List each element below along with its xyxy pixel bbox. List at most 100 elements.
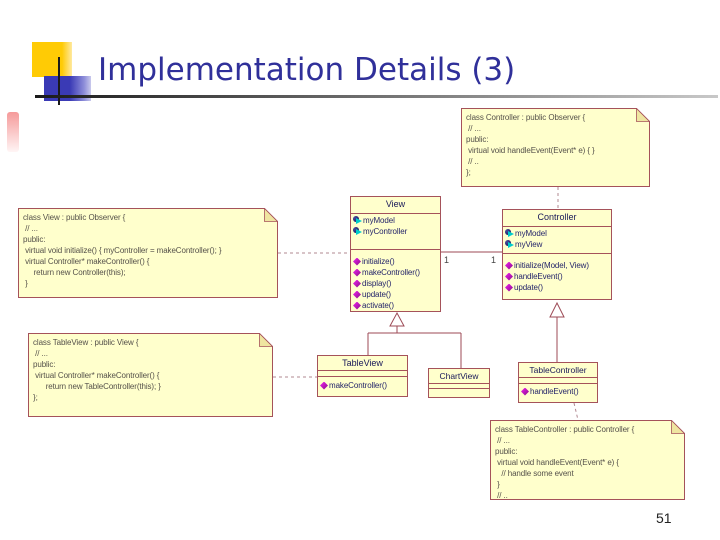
code-line: class View : public Observer {	[23, 213, 126, 222]
operation-label: initialize(Model, View)	[514, 261, 589, 270]
attribute-label: myModel	[363, 216, 395, 225]
code-line: }	[495, 480, 500, 489]
code-line: virtual void handleEvent(Event* e) { }	[466, 146, 595, 155]
operation-row: activate()	[351, 300, 440, 311]
code-line: // ...	[23, 224, 38, 233]
code-line: // ..	[466, 157, 479, 166]
attributes-compartment	[429, 384, 489, 389]
code-line: // ...	[33, 349, 48, 358]
decoration-pink-bar	[7, 112, 19, 152]
attribute-label: myController	[363, 227, 408, 236]
code-line: class TableView : public View {	[33, 338, 139, 347]
attribute-label: myView	[515, 240, 543, 249]
code-line: };	[466, 168, 471, 177]
attribute-icon	[353, 216, 363, 225]
operation-label: display()	[362, 279, 392, 288]
attributes-compartment: myModel myView	[503, 227, 611, 254]
operations-compartment: initialize(Model, View) handleEvent() up…	[503, 254, 611, 293]
operation-label: update()	[362, 290, 391, 299]
page-number: 51	[656, 510, 672, 526]
code-line: public:	[495, 447, 518, 456]
note-shape	[490, 420, 685, 500]
attributes-compartment	[318, 371, 407, 377]
code-line: // ..	[495, 491, 508, 500]
operation-icon	[353, 268, 361, 277]
note-view-code: class View : public Observer { // ... pu…	[18, 208, 278, 298]
operation-row: initialize()	[351, 256, 440, 267]
operation-row: makeController()	[351, 267, 440, 278]
operation-label: initialize()	[362, 257, 395, 266]
operation-icon	[353, 257, 361, 266]
operation-label: makeController()	[362, 268, 420, 277]
note-tablecontroller-code: class TableController : public Controlle…	[490, 420, 685, 500]
code-line: public:	[466, 135, 489, 144]
code-line: return new TableController(this); }	[33, 382, 161, 391]
operation-icon	[320, 381, 328, 390]
note-tableview-code: class TableView : public View { // ... p…	[28, 333, 273, 417]
class-tablecontroller: TableController handleEvent()	[518, 362, 598, 403]
operation-label: handleEvent()	[530, 387, 579, 396]
attribute-row: myModel	[503, 228, 611, 239]
class-name: Controller	[503, 210, 611, 227]
code-line: class TableController : public Controlle…	[495, 425, 635, 434]
note-anchor-tablecontroller	[573, 402, 579, 421]
class-controller: Controller myModel myView initialize(Mod…	[502, 209, 612, 300]
operation-icon	[353, 301, 361, 310]
operation-icon	[353, 290, 361, 299]
code-line: virtual Controller* makeController() {	[33, 371, 160, 380]
title-underline-rule	[35, 95, 718, 98]
decoration-yellow-square	[32, 42, 72, 77]
multiplicity-view-end: 1	[444, 255, 450, 265]
class-name: TableView	[318, 356, 407, 371]
note-shape	[461, 108, 650, 187]
code-line: // ...	[495, 436, 510, 445]
note-controller-code: class Controller : public Observer { // …	[461, 108, 650, 187]
operation-row: makeController()	[318, 380, 407, 391]
decoration-vertical-line	[58, 57, 60, 105]
code-line: }	[23, 279, 28, 288]
attribute-icon	[505, 229, 515, 238]
operation-icon	[353, 279, 361, 288]
code-line: virtual void handleEvent(Event* e) {	[495, 458, 619, 467]
operation-label: activate()	[362, 301, 394, 310]
attribute-label: myModel	[515, 229, 547, 238]
note-text: class View : public Observer { // ... pu…	[18, 208, 278, 289]
note-shape	[28, 333, 273, 417]
attributes-compartment: myModel myController	[351, 214, 440, 250]
code-line: return new Controller(this);	[23, 268, 126, 277]
note-text: class TableController : public Controlle…	[490, 420, 685, 501]
operation-row: display()	[351, 278, 440, 289]
operations-compartment: initialize() makeController() display() …	[351, 250, 440, 311]
operation-label: update()	[514, 283, 543, 292]
attribute-row: myView	[503, 239, 611, 250]
operation-row: update()	[351, 289, 440, 300]
code-line: };	[33, 393, 38, 402]
operation-row: handleEvent()	[503, 271, 611, 282]
class-name: TableController	[519, 363, 597, 378]
operation-row: update()	[503, 282, 611, 293]
code-line: public:	[33, 360, 56, 369]
attribute-icon	[505, 240, 515, 249]
note-text: class Controller : public Observer { // …	[461, 108, 650, 178]
note-text: class TableView : public View { // ... p…	[28, 333, 273, 403]
multiplicity-controller-end: 1	[491, 255, 497, 265]
operations-compartment: makeController()	[318, 377, 407, 391]
code-line: public:	[23, 235, 46, 244]
operation-row: handleEvent()	[519, 386, 597, 397]
attribute-row: myController	[351, 226, 440, 237]
code-line: // handle some event	[495, 469, 574, 478]
code-line: class Controller : public Observer {	[466, 113, 586, 122]
code-line: virtual Controller* makeController() {	[23, 257, 150, 266]
operation-icon	[505, 261, 513, 270]
class-view: View myModel myController initialize() m…	[350, 196, 441, 312]
operation-icon	[505, 283, 513, 292]
class-name: ChartView	[429, 369, 489, 384]
slide-title: Implementation Details (3)	[98, 52, 516, 88]
code-line: virtual void initialize() { myController…	[23, 246, 222, 255]
operations-compartment: handleEvent()	[519, 384, 597, 397]
operation-icon	[521, 387, 529, 396]
code-line: // ...	[466, 124, 481, 133]
generalization-arrow-view	[389, 311, 405, 327]
class-name: View	[351, 197, 440, 214]
